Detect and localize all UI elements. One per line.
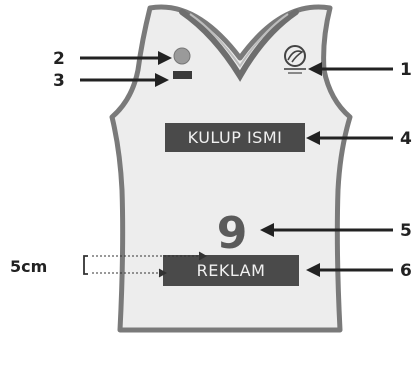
club-name-text: KULUP ISMI [188, 128, 283, 147]
callout-arrow-6 [306, 263, 393, 277]
callout-arrow-4 [306, 131, 393, 145]
jersey-number: 9 [217, 208, 248, 259]
sponsor-panel [163, 255, 299, 286]
callout-number-4: 4 [400, 129, 412, 149]
callout-number-1: 1 [400, 60, 412, 80]
callout-number-3: 3 [53, 71, 65, 91]
flag-patch-icon [173, 71, 192, 79]
jersey-neckline-inner [189, 13, 289, 68]
federation-emblem-icon [284, 45, 306, 74]
ball-logo-icon [173, 47, 191, 65]
callout-number-2: 2 [53, 49, 65, 69]
club-name-panel [165, 123, 305, 152]
callout-arrow-3 [80, 73, 169, 87]
callout-arrow-5 [260, 223, 393, 237]
callout-number-5: 5 [400, 221, 412, 241]
sponsor-text: REKLAM [197, 261, 266, 280]
callout-number-6: 6 [400, 261, 412, 281]
spacing-label: 5cm [10, 257, 47, 276]
callout-arrow-1 [308, 62, 393, 76]
spacing-dimension [83, 251, 208, 278]
jersey-neckline [179, 9, 299, 82]
callout-arrow-2 [80, 51, 172, 65]
